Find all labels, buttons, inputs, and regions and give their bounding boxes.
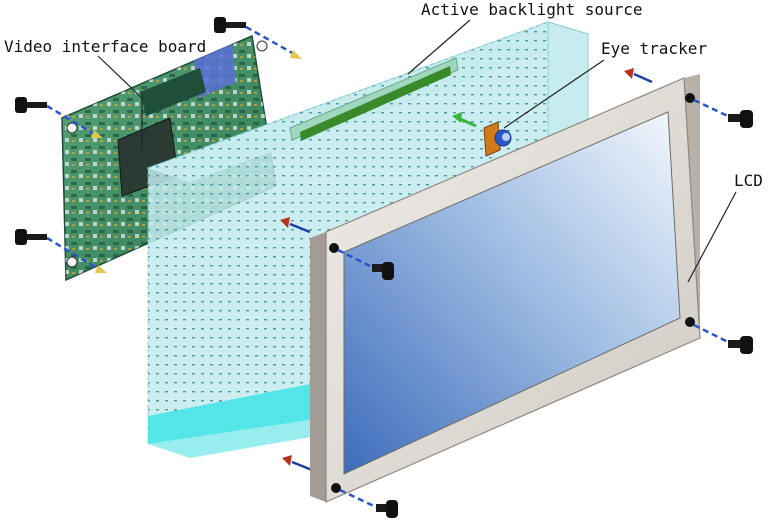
lcd-screw-bottom-right (693, 323, 753, 354)
lcd-panel (310, 74, 701, 503)
red-arrow-middle (280, 217, 311, 234)
pcb-screw-left-lower (15, 229, 107, 273)
label-active-backlight-source: Active backlight source (421, 0, 643, 19)
eye-tracker (452, 112, 512, 157)
leader-video-board (97, 55, 143, 99)
leader-lines (97, 19, 737, 283)
lcd-screw-bottom-left (339, 488, 398, 518)
lcd-screen (343, 111, 681, 475)
active-backlight-source-bar (289, 57, 459, 141)
pcb-screw-left-upper (15, 97, 103, 138)
lcd-screw-top-right (693, 98, 753, 128)
red-arrow-top-right (624, 68, 653, 84)
leader-backlight (407, 19, 471, 75)
pcb-screw-top (214, 17, 302, 59)
red-arrow-bottom (282, 455, 313, 472)
label-eye-tracker: Eye tracker (601, 39, 707, 58)
label-lcd: LCD (734, 171, 763, 190)
leader-lcd (687, 191, 737, 283)
label-video-interface-board: Video interface board (4, 37, 207, 56)
leader-eye-tracker (503, 59, 605, 129)
lcd-screw-middle (337, 248, 394, 280)
